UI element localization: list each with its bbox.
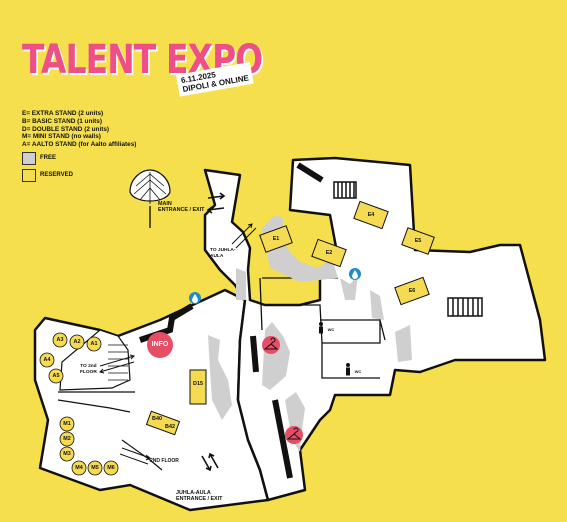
stand-a3-label: A3 [56,337,64,343]
stand-m5[interactable] [87,460,103,476]
legend-line: E= EXTRA STAND (2 units) [22,110,104,117]
wc-label: WC [327,327,335,332]
inner-walls [259,277,386,379]
legend-line: A= AALTO STAND (for Aalto affiliates) [22,141,137,149]
stand-e4[interactable] [353,200,389,230]
stand-b40-label: B40 [152,416,162,422]
arrow-icon [99,354,135,374]
reserved-label: RESERVED [40,172,73,178]
left-room-divider [57,391,135,413]
arrow-icon [201,452,219,472]
aalto-stands [39,332,102,384]
stand-e6-label: E6 [408,288,416,294]
free-area [395,325,412,362]
free-swatch [22,152,36,165]
stand-m5-label: M5 [91,465,99,471]
stand-a1-label: A1 [90,341,98,347]
legend-line: M= MINI STAND (no walls) [22,133,101,141]
stand-e2[interactable] [311,238,347,268]
left-wing [33,288,270,512]
arrow-icon [231,223,257,249]
stand-m1-label: M1 [63,421,71,427]
stand-e6[interactable] [394,276,430,306]
stand-b42-label: B42 [165,424,175,430]
juhla-exit-line-2: ENTRANCE / EXIT [176,496,223,503]
water-drop-icon [189,292,201,304]
stand-a1[interactable] [86,336,102,352]
stand-a2-label: A2 [73,339,81,345]
free-area [208,335,232,420]
stand-a4-label: A4 [43,357,51,363]
arrow-icon [119,447,151,465]
black-wall [250,335,259,373]
info-point[interactable] [147,332,173,358]
stand-m2[interactable] [59,431,75,447]
free-label: FREE [40,155,57,161]
main-entrance-label: MAIN ENTRANCE / EXIT [158,201,204,214]
wc-icon [346,363,350,376]
info-label: INFO [151,341,169,348]
stand-a3[interactable] [52,332,68,348]
free-area [236,268,246,300]
reserved-swatch [22,169,36,182]
stand-m6-label: M6 [107,465,115,471]
stand-m1[interactable] [59,416,75,432]
staircase-lines [108,344,128,381]
water-drop-icon [349,268,361,280]
second-floor-label: 2ND FLOOR [150,458,179,464]
stand-a5[interactable] [48,368,64,384]
stand-e1-label: E1 [272,236,280,242]
free-area [370,290,384,320]
to-floor-line-1: TO 2nd [80,364,97,369]
to-juhla-line-1: TO JUHLA- [210,248,236,253]
stand-a4[interactable] [39,352,55,368]
stand-d15-label: D15 [193,381,203,387]
wc-icon [319,322,323,334]
stand-type-legend: E= EXTRA STAND (2 units) B= BASIC STAND … [22,110,136,149]
free-area [340,275,358,300]
stand-m6[interactable] [103,460,119,476]
to-juhla-aula-label: TO JUHLA- AULA [210,248,236,261]
stand-e5[interactable] [401,227,435,255]
tree-sculpture-icon [129,169,171,228]
stand-e2-label: E2 [325,250,333,256]
stand-e4-label: E4 [367,212,375,218]
legend-line: D= DOUBLE STAND (2 units) [22,125,110,133]
floor-left-wing [33,288,270,512]
stand-a5-label: A5 [52,373,60,379]
to-floor-line-2: FLOOR [80,370,97,376]
staircase-icon [333,181,357,199]
mini-stands [59,416,119,476]
left-room-divider-2 [121,439,163,471]
to-juhla-line-2: AULA [210,254,224,260]
main-entrance-line-1: MAIN [158,201,172,207]
stand-b40-b42[interactable] [145,410,181,436]
staircase-icon [447,297,483,317]
stand-e5-label: E5 [414,238,422,244]
stand-m2-label: M2 [63,436,71,442]
juhla-aula-exit-label: JUHLA-AULA ENTRANCE / EXIT [176,490,222,503]
black-wall [272,399,293,479]
stand-e1[interactable] [259,225,293,253]
stand-m3[interactable] [59,446,75,462]
stand-m3-label: M3 [63,451,71,457]
wc-label: WC [354,369,362,374]
stand-m4[interactable] [71,460,87,476]
to-second-floor-label: TO 2nd FLOOR [80,364,97,377]
juhla-exit-line-1: JUHLA-AULA [176,490,211,496]
stand-d15[interactable] [189,369,207,405]
stand-m4-label: M4 [75,465,83,471]
hanger-icon [262,336,280,354]
black-wall [296,162,324,183]
arrow-icon [206,192,226,214]
stand-a2[interactable] [69,334,85,350]
main-entrance-line-2: ENTRANCE / EXIT [158,207,205,214]
hanger-icon [285,426,303,444]
legend-line: B= BASIC STAND (1 units) [22,117,102,125]
